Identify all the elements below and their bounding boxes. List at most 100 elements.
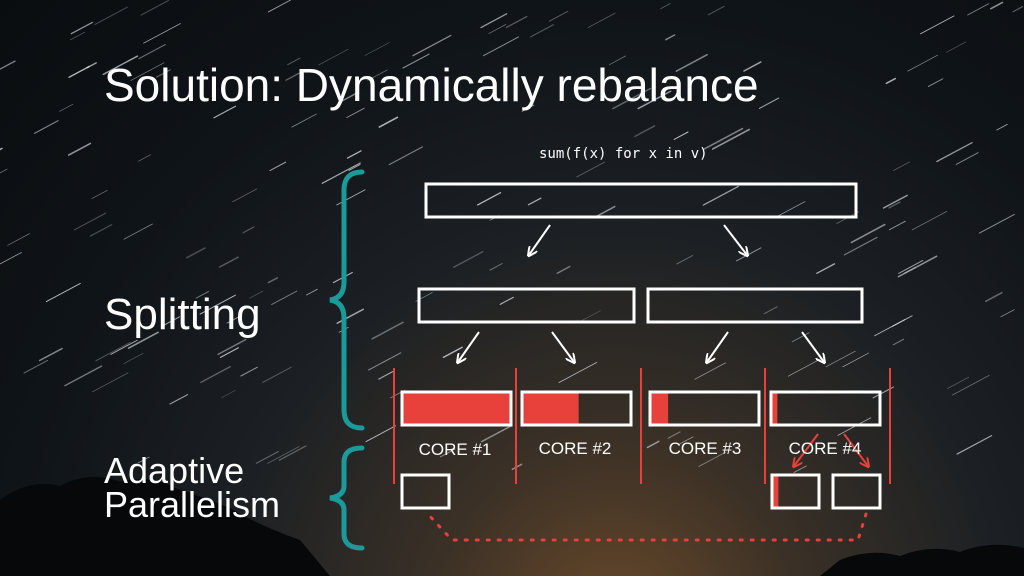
steal-arrow-icon	[794, 433, 819, 466]
star-trail	[996, 123, 1008, 131]
star-trail	[646, 440, 660, 449]
down-left-arrow-icon	[707, 331, 729, 362]
star-trail	[285, 72, 300, 81]
star-trail	[673, 131, 689, 140]
adaptive-brace	[329, 445, 365, 551]
star-trail	[678, 436, 694, 445]
star-trail	[138, 43, 166, 60]
star-trail	[59, 103, 74, 112]
star-trail	[200, 365, 231, 384]
star-trail	[67, 142, 92, 156]
core-2-chunk-box	[520, 390, 633, 427]
down-right-arrow-icon	[801, 331, 824, 362]
star-trail	[978, 213, 1015, 234]
down-left-arrow-icon	[458, 331, 480, 362]
star-trail	[576, 161, 605, 178]
star-trail	[967, 3, 990, 16]
star-trail	[143, 23, 181, 44]
star-trail	[321, 162, 361, 184]
splitting-label: Splitting	[104, 290, 261, 339]
star-trail	[743, 61, 762, 72]
slide-title: Solution: Dynamically rebalance	[104, 59, 759, 111]
star-trail	[169, 394, 189, 405]
star-trail	[271, 290, 298, 305]
star-trail	[278, 445, 307, 461]
split-chunk-right-box	[831, 473, 882, 510]
star-trail	[488, 24, 507, 34]
core-1-label: CORE #1	[418, 440, 492, 459]
star-trail	[984, 291, 1003, 303]
star-trail	[155, 69, 171, 78]
star-trail	[388, 146, 424, 166]
star-trail	[791, 332, 810, 343]
star-trail	[548, 10, 569, 22]
star-trail	[73, 212, 107, 231]
star-trail	[955, 152, 979, 165]
star-trail	[23, 359, 49, 374]
full-range-box	[424, 182, 858, 219]
star-trail	[882, 194, 908, 209]
star-trail	[521, 104, 535, 112]
star-trail	[221, 390, 236, 399]
star-trail	[707, 5, 725, 16]
star-trail	[368, 352, 402, 371]
star-trail	[888, 220, 906, 231]
star-trail	[130, 62, 165, 81]
core-1-chunk-box	[400, 390, 513, 427]
star-trail	[267, 276, 279, 284]
star-trail	[0, 168, 8, 174]
star-trail	[907, 54, 939, 72]
star-trail	[95, 341, 131, 362]
star-trail	[952, 374, 990, 396]
star-trail	[378, 371, 394, 380]
core-3-progress-fill	[651, 393, 669, 424]
star-trail	[94, 6, 128, 26]
star-trail	[102, 55, 139, 76]
core-3-chunk-box	[648, 390, 761, 427]
star-trail	[843, 236, 878, 256]
star-trail	[675, 53, 708, 72]
star-trail	[226, 315, 242, 324]
core-4-label: CORE #4	[788, 439, 862, 458]
star-trail	[489, 263, 503, 271]
star-trail	[850, 223, 886, 244]
star-trail	[612, 87, 652, 110]
star-trail	[990, 1, 1004, 10]
star-trail	[378, 116, 399, 128]
star-trail	[412, 34, 452, 57]
star-trail	[885, 77, 897, 85]
star-trail	[703, 127, 744, 150]
star-trail	[816, 263, 836, 274]
star-trail	[336, 189, 366, 206]
star-trail	[140, 0, 170, 16]
star-trail	[89, 223, 113, 237]
star-trail	[702, 185, 739, 206]
star-trail	[911, 211, 948, 231]
star-trail	[185, 247, 206, 259]
star-trail	[91, 189, 108, 199]
core-1-progress-fill	[403, 393, 510, 424]
star-trail	[219, 347, 240, 358]
star-trail	[123, 223, 153, 240]
star-trail	[758, 97, 780, 109]
work-transfer-path	[424, 510, 868, 542]
star-trail	[439, 448, 456, 458]
star-trail	[127, 331, 159, 349]
star-trail	[267, 0, 292, 13]
star-trail	[217, 338, 247, 356]
core-3-label: CORE #3	[668, 439, 742, 458]
star-trail	[213, 105, 237, 119]
star-trail	[763, 306, 778, 315]
star-trail	[898, 259, 924, 274]
star-trail	[199, 294, 236, 315]
star-trail	[874, 319, 906, 337]
star-trail	[698, 451, 727, 467]
star-trail	[255, 450, 279, 464]
star-trail	[346, 150, 362, 159]
star-trail	[956, 435, 993, 455]
star-trail	[249, 290, 264, 299]
star-trail	[402, 53, 430, 69]
star-trail	[482, 36, 520, 57]
star-trail	[527, 197, 542, 206]
